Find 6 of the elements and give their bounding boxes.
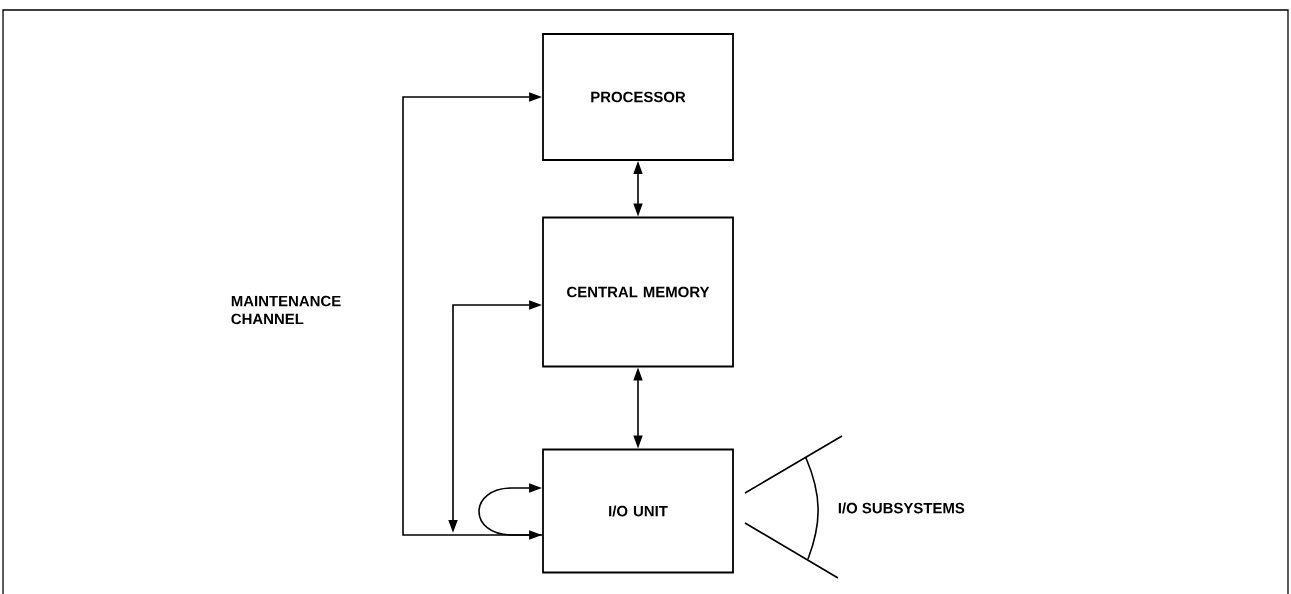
subsystem-label: I/O SUBSYSTEMS bbox=[838, 502, 965, 514]
process-box: CENTRAL MEMORY bbox=[542, 216, 734, 368]
arrow bbox=[478, 483, 543, 536]
edge-label: MAINTENANCE CHANNEL bbox=[231, 295, 341, 325]
process-box: PROCESSOR bbox=[542, 33, 734, 161]
process-box: I/O UNIT bbox=[542, 448, 734, 574]
